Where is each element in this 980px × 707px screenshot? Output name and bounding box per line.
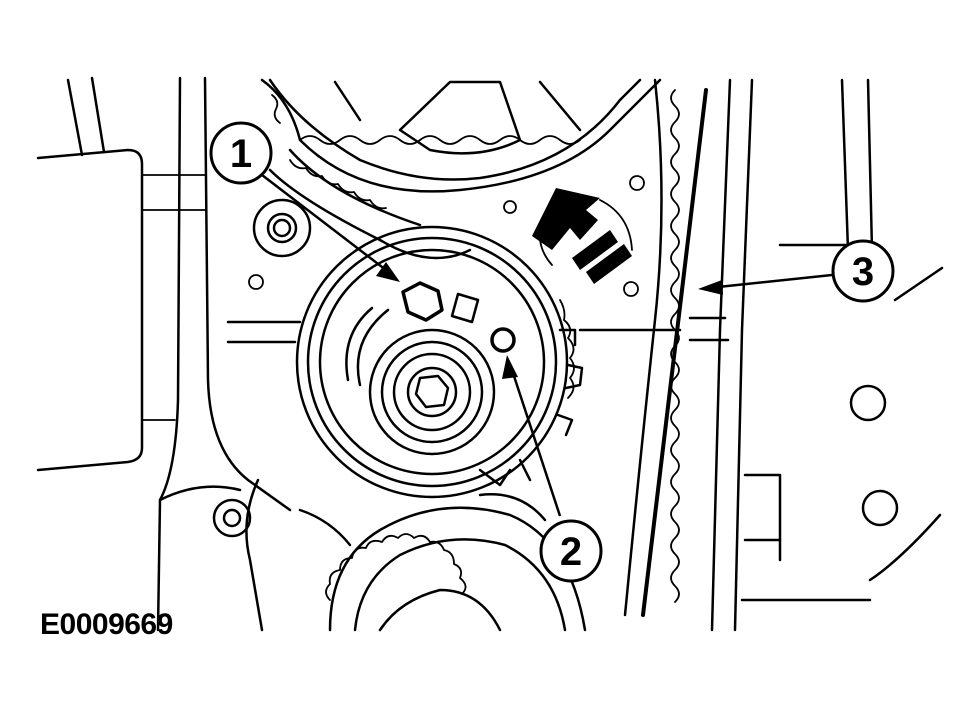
front-cover-housing <box>156 76 352 632</box>
callout-2: 2 <box>539 519 603 583</box>
callout-leaders <box>261 174 833 517</box>
belt-reference-line <box>641 88 708 617</box>
figure-id-label: E0009669 <box>40 608 173 641</box>
rotation-direction-arrow-icon <box>532 188 633 284</box>
mounting-bolts <box>212 175 645 538</box>
tensioner-pulley <box>295 225 584 499</box>
callout-3: 3 <box>831 239 895 303</box>
tensioner-hex-bolt <box>401 281 480 324</box>
engine-block-right <box>578 78 944 632</box>
engine-block-left <box>36 76 206 472</box>
callout-1-label: 1 <box>230 132 252 176</box>
callout-1: 1 <box>209 121 273 185</box>
alignment-pin-hole <box>490 327 516 353</box>
camshaft-sprocket <box>260 78 662 193</box>
callout-3-label: 3 <box>852 250 874 294</box>
callout-2-label: 2 <box>560 530 582 574</box>
